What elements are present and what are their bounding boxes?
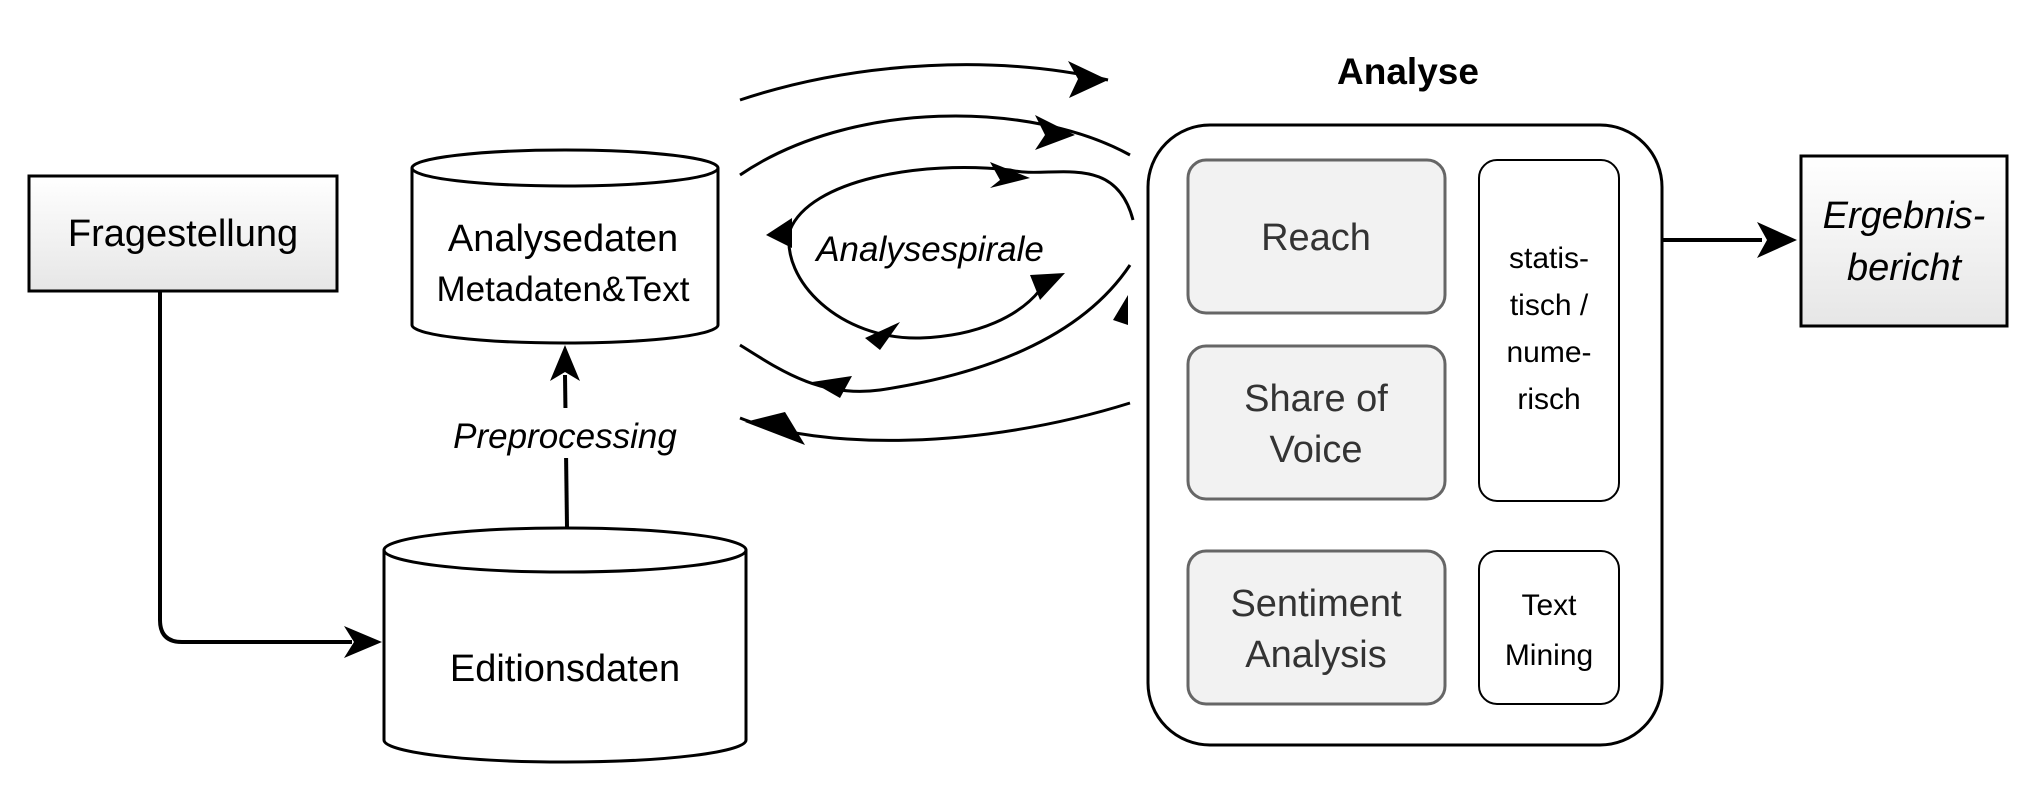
preprocessing-arrowhead — [550, 345, 580, 381]
preprocessing-label: Preprocessing — [453, 417, 677, 456]
result-arrowhead — [1757, 222, 1797, 258]
textmining-label-line2: Mining — [1505, 639, 1593, 672]
ergebnisbericht-label-line2: bericht — [1847, 247, 1962, 289]
method-share-of-voice: Share of Voice — [1186, 344, 1447, 501]
fragestellung-node: Fragestellung — [27, 174, 339, 293]
ergebnisbericht-node: Ergebnis- bericht — [1799, 154, 2009, 328]
analysedaten-label-line2: Metadaten&Text — [437, 270, 690, 309]
ergebnisbericht-label-line1: Ergebnis- — [1823, 195, 1986, 237]
statistical-label-line2: tisch / — [1510, 289, 1589, 322]
share-of-voice-label-line1: Share of — [1244, 378, 1388, 420]
statistical-label-line1: statis- — [1509, 242, 1589, 275]
method-reach: Reach — [1186, 158, 1447, 315]
sentiment-label-line1: Sentiment — [1230, 583, 1402, 625]
connector-question-to-edition — [158, 291, 352, 644]
statistical-label-line4: risch — [1517, 383, 1580, 416]
type-text-mining: Text Mining — [1478, 550, 1620, 705]
share-of-voice-label-line2: Voice — [1270, 429, 1363, 471]
statistical-label-line3: nume- — [1506, 336, 1591, 369]
diagram-title: Analyse — [1337, 51, 1479, 92]
arrowhead-to-edition — [344, 626, 382, 658]
reach-label: Reach — [1261, 217, 1371, 259]
editionsdaten-label: Editionsdaten — [450, 648, 680, 690]
analysedaten-label-line1: Analysedaten — [448, 218, 678, 260]
fragestellung-label: Fragestellung — [68, 213, 298, 255]
spiral-label: Analysespirale — [814, 230, 1044, 269]
analysedaten-cylinder: Analysedaten Metadaten&Text — [410, 148, 720, 345]
textmining-label-line1: Text — [1521, 589, 1577, 622]
editionsdaten-cylinder: Editionsdaten — [382, 526, 748, 764]
sentiment-label-line2: Analysis — [1245, 634, 1387, 676]
spiral-arrowheads — [745, 61, 1128, 445]
analyse-container: Reach Share of Voice Sentiment Analysis … — [1146, 123, 1664, 747]
type-statistical-numeric: statis- tisch / nume- risch — [1478, 159, 1620, 502]
method-sentiment-analysis: Sentiment Analysis — [1186, 549, 1447, 706]
